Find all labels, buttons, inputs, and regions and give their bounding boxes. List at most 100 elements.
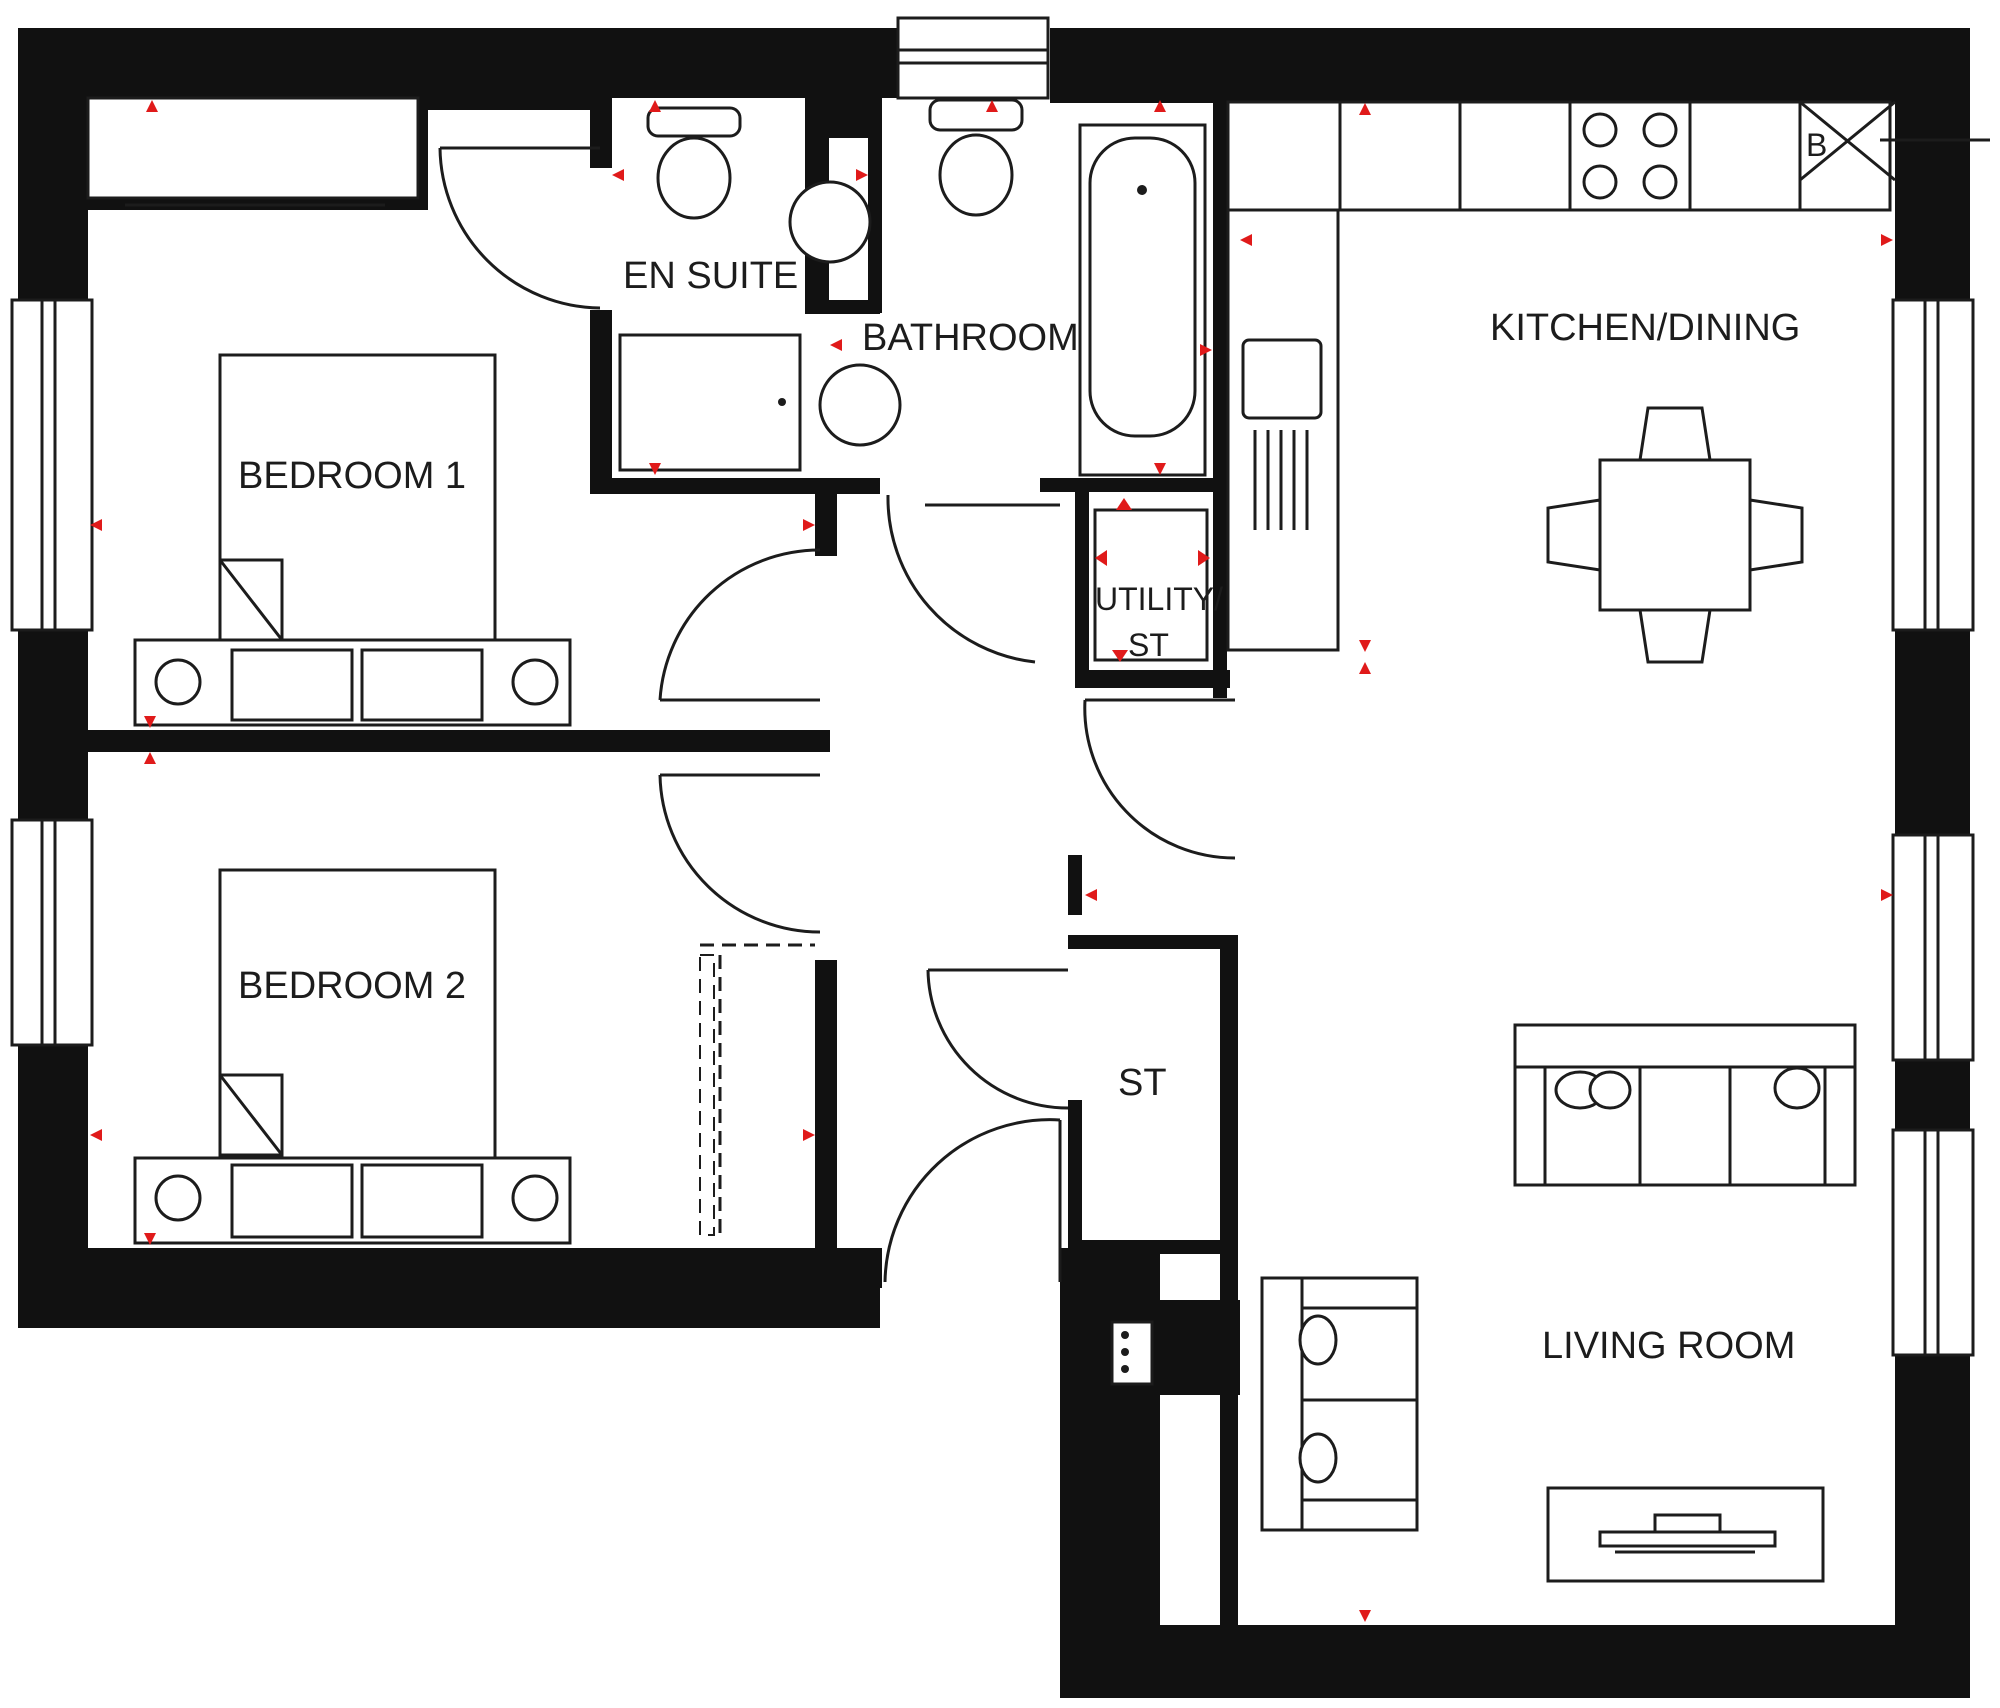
door-living <box>1083 699 1236 860</box>
dimension-marker <box>649 463 661 475</box>
wall-utility-bottom <box>1075 670 1230 688</box>
utility-cupboard <box>1093 508 1209 662</box>
wall-ensuite-right-top <box>805 98 880 138</box>
dimension-markers <box>90 100 1893 1622</box>
wall-bed2-right <box>815 960 837 1250</box>
wall-bottom-left <box>18 1248 880 1328</box>
wall-kitchen-left <box>1213 98 1227 698</box>
wall-bed1-bed2 <box>88 730 830 752</box>
dining-set <box>1546 406 1804 664</box>
wall-utility-top <box>1040 478 1230 492</box>
window-bedroom2 <box>10 818 94 1047</box>
wall-store-left-top <box>1068 855 1082 915</box>
worktop-side <box>1226 208 1340 652</box>
basin-bathroom <box>818 363 902 447</box>
sofa-three-seat <box>1513 1023 1857 1187</box>
dimension-marker <box>90 1129 102 1141</box>
sink <box>1241 338 1323 420</box>
door-swings <box>438 146 1236 1283</box>
dimension-marker <box>830 339 842 351</box>
wall-bed1-top <box>428 98 598 110</box>
dimension-marker <box>1116 498 1132 510</box>
dimension-marker <box>1154 100 1166 112</box>
wardrobe-bedroom2 <box>699 943 815 1236</box>
wall-store-top <box>1068 935 1238 949</box>
wall-top-right <box>1050 28 1970 103</box>
toilet-bowl-bathroom <box>938 133 1014 217</box>
dimension-marker <box>144 752 156 764</box>
dining-chair <box>1748 498 1804 572</box>
basin-ensuite <box>788 180 872 264</box>
wall-utility-left <box>1075 478 1089 688</box>
toilet-bowl-ensuite <box>656 136 732 220</box>
wall-left <box>18 28 88 1328</box>
dining-chair <box>1638 608 1712 664</box>
dimension-marker <box>1154 463 1166 475</box>
wall-corridor-bottom <box>830 1248 882 1288</box>
dining-table <box>1598 458 1752 612</box>
dimension-marker <box>1198 550 1210 566</box>
ensuite-fixtures <box>618 106 872 472</box>
wall-ensuite-left <box>590 310 612 490</box>
hob-ring <box>1642 164 1678 200</box>
door-ensuite <box>438 147 601 310</box>
dimension-marker <box>856 169 868 181</box>
door-bedroom2 <box>658 774 821 934</box>
dimension-marker <box>803 519 815 531</box>
dimension-marker <box>612 169 624 181</box>
tv-unit <box>1546 1486 1825 1583</box>
label-bedroom-2: BEDROOM 2 <box>238 965 466 1007</box>
label-bathroom: BATHROOM <box>862 317 1079 359</box>
door-bathroom <box>886 494 1036 664</box>
dimension-marker <box>649 100 661 112</box>
wall-top-left <box>18 28 898 98</box>
hob-ring <box>1582 164 1618 200</box>
wall-ensuite-step <box>805 300 880 314</box>
label-store: ST <box>1118 1062 1167 1104</box>
door-entrance <box>883 1118 1061 1283</box>
dimension-marker <box>1200 344 1212 356</box>
bathroom-fixtures <box>818 98 1207 477</box>
dimension-marker <box>1095 550 1107 566</box>
label-en-suite: EN SUITE <box>623 255 798 297</box>
label-kitchen-dining: KITCHEN/DINING <box>1490 307 1800 349</box>
hob-ring <box>1582 112 1618 148</box>
shower-tray-ensuite <box>618 333 802 472</box>
boiler-label: B <box>1806 127 1827 163</box>
dimension-marker <box>1359 662 1371 674</box>
dimension-marker <box>1881 234 1893 246</box>
sofa-two-seat <box>1260 1276 1419 1532</box>
dining-chair <box>1546 498 1602 572</box>
dimension-marker <box>144 1233 156 1245</box>
bed-bedroom1 <box>133 353 572 727</box>
wall-store-bottom <box>1068 1240 1238 1254</box>
toilet-cistern-ensuite <box>646 106 742 138</box>
window-bathroom <box>896 16 1050 100</box>
label-bedroom-1: BEDROOM 1 <box>238 455 466 497</box>
toilet-cistern-bathroom <box>928 98 1024 132</box>
wall-bathroom-divider <box>868 98 882 313</box>
wall-store-left <box>1068 1100 1082 1265</box>
hob-ring <box>1642 112 1678 148</box>
dimension-marker <box>1359 640 1371 652</box>
dimension-marker <box>90 519 102 531</box>
label-utility-line2: ST <box>1128 627 1169 663</box>
wardrobe-bedroom1 <box>86 96 420 207</box>
dimension-marker <box>803 1129 815 1141</box>
wall-ensuite-bottom <box>590 478 880 494</box>
dimension-marker <box>1240 234 1252 246</box>
window-kitchen <box>1891 298 1975 632</box>
room-labels: BEDROOM 1 BEDROOM 2 EN SUITE BATHROOM UT… <box>238 255 1800 1367</box>
dimension-marker <box>1112 650 1128 662</box>
window-bedroom1 <box>10 298 94 632</box>
worktop-top <box>1226 100 1892 212</box>
dimension-marker <box>1881 889 1893 901</box>
wall-bed1-right <box>815 488 837 556</box>
dimension-marker <box>1359 103 1371 115</box>
label-living-room: LIVING ROOM <box>1542 1325 1795 1367</box>
dimension-marker <box>986 100 998 112</box>
wall-bottom-right <box>1150 1625 1970 1698</box>
door-store <box>926 969 1069 1110</box>
label-utility-line1: UTILITY/ <box>1095 581 1223 617</box>
